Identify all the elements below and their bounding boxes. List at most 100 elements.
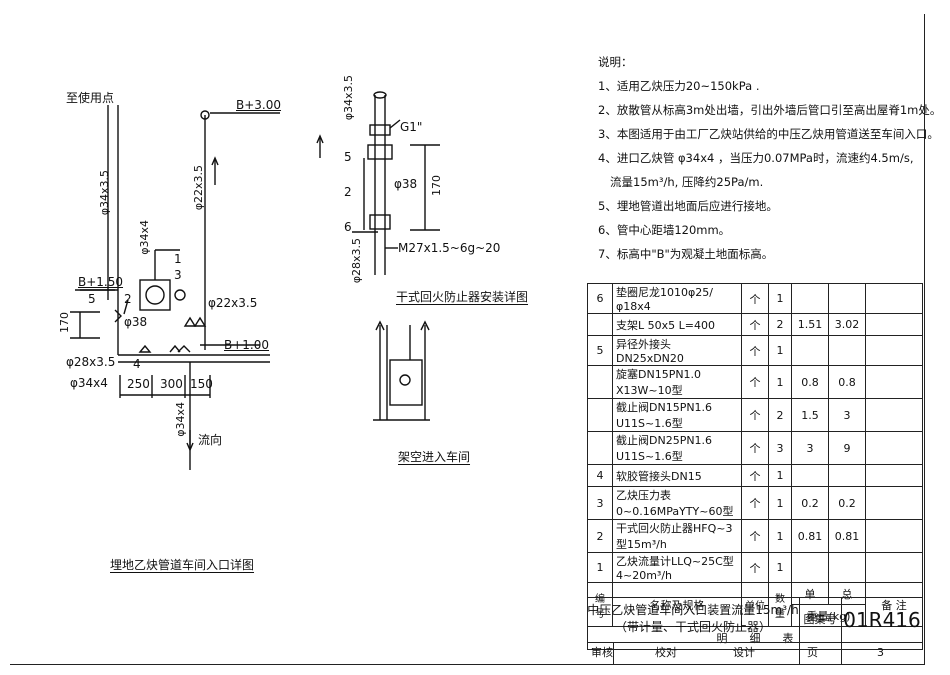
review-label: 审核: [591, 646, 613, 659]
main-drawing-title: 埋地乙炔管道车间入口详图: [110, 558, 255, 572]
note-item: 4、进口乙炔管 φ34x4 ，当压力0.07MPa时，流速约4.5m/s,: [598, 151, 914, 165]
cell-weight-single: 0.2: [791, 486, 829, 520]
cell-weight-single: 0.81: [791, 519, 829, 553]
cell-name: 软胶管接头DN15: [612, 464, 742, 487]
cell-weight-total: [828, 335, 866, 366]
label-to-user: 至使用点: [66, 91, 115, 105]
detail-dim-170: 170: [430, 175, 443, 196]
cell-name: 乙炔压力表0~0.16MPaYTY~60型: [612, 486, 742, 520]
tag-3: 3: [174, 268, 182, 282]
cell-no: 5: [587, 335, 613, 366]
cell-weight-single: 3: [791, 431, 829, 465]
notes-heading: 说明：: [598, 55, 633, 69]
header-name: 名称及规格: [612, 582, 742, 627]
cell-name: 截止阀DN25PN1.6 U11S~1.6型: [612, 431, 742, 465]
pipe-label-34x4: φ34x4: [138, 220, 151, 255]
bill-of-materials-table: 6 垫圈尼龙1010φ25/φ18x4 个 1 支架L 50x5 L=400 个…: [587, 283, 923, 650]
cell-no: [587, 431, 613, 465]
table-row: 支架L 50x5 L=400 个 2 1.51 3.02: [587, 313, 923, 336]
pipe-label-34x4c: φ34x4: [174, 402, 187, 437]
table-row: 6 垫圈尼龙1010φ25/φ18x4 个 1: [587, 283, 923, 314]
note-item: 7、标高中"B"为观凝土地面标高。: [598, 247, 774, 261]
cell-remark: [865, 365, 923, 399]
cell-weight-single: [791, 552, 829, 583]
cell-weight-total: 0.8: [828, 365, 866, 399]
table-row: 旋塞DN15PN1.0 X13W~10型 个 1 0.8 0.8: [587, 365, 923, 399]
cell-weight-single: 1.51: [791, 313, 829, 336]
cell-name: 干式回火防止器HFQ~3型15m³/h: [612, 519, 742, 553]
table-row: 截止阀DN25PN1.6 U11S~1.6型 个 3 3 9: [587, 431, 923, 465]
table-row: 1 乙炔流量计LLQ~25C型4~20m³/h 个 1: [587, 552, 923, 583]
detail-tag-5: 5: [344, 150, 352, 164]
pipe-label-22b: φ22x3.5: [208, 296, 258, 310]
note-item: 6、管中心距墙120mm。: [598, 223, 731, 237]
flow-direction-label: 流向: [198, 433, 223, 447]
title-block: 中压乙炔管道车间入口装置流量15m³/h （带计量、干式回火防止器） 图集号 0…: [587, 597, 923, 666]
detail-tag-6: 6: [344, 220, 352, 234]
table-caption: 明 细 表: [587, 626, 923, 650]
cell-no: 6: [587, 283, 613, 314]
cell-qty: 2: [768, 398, 792, 432]
pipe-label-34: φ34x3.5: [98, 170, 111, 216]
cell-weight-single: [791, 335, 829, 366]
detail-g1: G1": [400, 120, 423, 134]
cell-no: 2: [587, 519, 613, 553]
cell-unit: 个: [741, 519, 769, 553]
signature-row: 审核 校对 设计 页 3: [587, 642, 923, 664]
cell-weight-single: 1.5: [791, 398, 829, 432]
cell-weight-total: 0.81: [828, 519, 866, 553]
cell-qty: 3: [768, 431, 792, 465]
tag-5: 5: [88, 292, 96, 306]
detail-drawing-title: 干式回火防止器安装详图: [396, 290, 529, 304]
detail-thread: M27x1.5~6g~20: [398, 241, 501, 255]
cell-no: 1: [587, 552, 613, 583]
drawing-frame: [10, 14, 925, 665]
tag-1: 1: [174, 252, 182, 266]
cell-no: [587, 398, 613, 432]
cell-remark: [865, 519, 923, 553]
pipe-label-38: φ38: [124, 315, 148, 329]
cell-weight-total: [828, 464, 866, 487]
cell-qty: 1: [768, 519, 792, 553]
cell-weight-single: [791, 283, 829, 314]
cell-unit: 个: [741, 283, 769, 314]
pipe-label-28: φ28x3.5: [66, 355, 116, 369]
header-remark: 备 注: [865, 582, 923, 627]
cell-unit: 个: [741, 552, 769, 583]
dim-300: 300: [160, 377, 183, 391]
page-number: 3: [877, 646, 884, 659]
tag-2: 2: [124, 292, 132, 306]
cell-no: [587, 365, 613, 399]
cell-weight-total: 3: [828, 398, 866, 432]
atlas-label: 图集号: [799, 598, 842, 643]
pipe-label-34x4b: φ34x4: [70, 376, 108, 390]
page-label: 页: [807, 646, 818, 659]
cell-name: 异径外接头DN25xDN20: [612, 335, 742, 366]
title-line-1: 中压乙炔管道车间入口装置流量15m³/h: [587, 603, 799, 617]
cell-remark: [865, 398, 923, 432]
cell-remark: [865, 283, 923, 314]
cell-qty: 2: [768, 313, 792, 336]
atlas-number: 01R416: [841, 598, 923, 643]
cell-unit: 个: [741, 335, 769, 366]
cell-remark: [865, 464, 923, 487]
cell-unit: 个: [741, 398, 769, 432]
elevation-low: B+1.00: [224, 338, 270, 352]
cell-no: [587, 313, 613, 336]
detail-pipe-38: φ38: [394, 177, 418, 191]
notes-block: 说明： 1、适用乙炔压力20~150kPa . 2、放散管从标高3m处出墙，引出…: [598, 50, 941, 266]
cell-weight-single: [791, 464, 829, 487]
cell-remark: [865, 335, 923, 366]
cell-weight-single: 0.8: [791, 365, 829, 399]
cell-no: 4: [587, 464, 613, 487]
elevation-mid: B+1.50: [78, 275, 124, 289]
cell-unit: 个: [741, 486, 769, 520]
header-weight: 重量(kg): [791, 604, 866, 627]
cell-qty: 1: [768, 464, 792, 487]
dim-170-main: 170: [58, 312, 71, 333]
cell-weight-total: 3.02: [828, 313, 866, 336]
cell-qty: 1: [768, 365, 792, 399]
cell-name: 旋塞DN15PN1.0 X13W~10型: [612, 365, 742, 399]
cell-weight-total: 0.2: [828, 486, 866, 520]
